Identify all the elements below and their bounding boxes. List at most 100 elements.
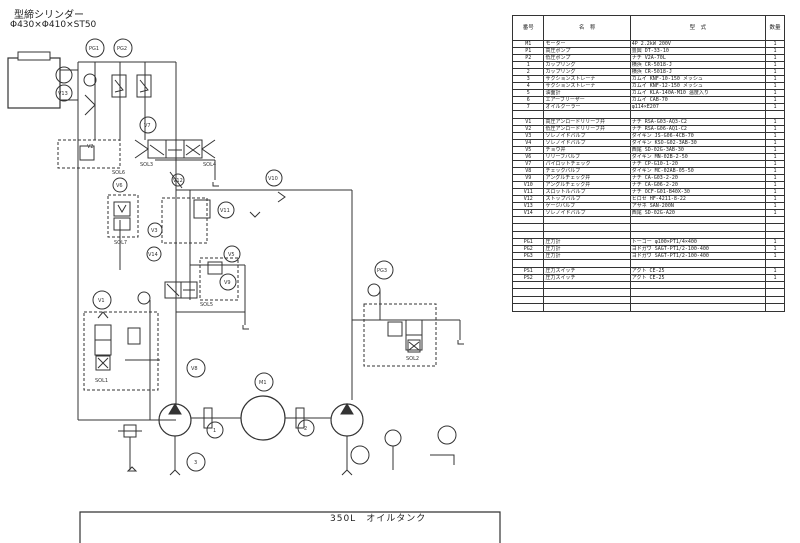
cell-name [543, 215, 631, 224]
cell-model [629, 288, 767, 297]
cell-model [629, 259, 767, 268]
cell-no: V5 [511, 145, 545, 154]
cell-no: 1 [511, 61, 545, 69]
valve-block-sol1 [83, 290, 159, 391]
cell-name: アングルチェック弁 [543, 173, 631, 182]
table-row [511, 259, 785, 268]
cell-name: スロットルバルブ [543, 187, 631, 196]
cell-qty: 1 [765, 117, 785, 126]
pipe-lines [77, 61, 461, 421]
label-v8: V8 [191, 366, 198, 372]
cell-name: 油面計 [543, 89, 631, 97]
cell-name: 圧力計 [543, 238, 631, 246]
cell-model: カムイ CAB-70 [629, 96, 767, 104]
cell-name: ソレノイドバルブ [543, 138, 631, 147]
cell-name: 圧力計 [543, 252, 631, 260]
header-qty: 数量 [765, 15, 785, 41]
cell-name [543, 259, 631, 268]
cell-no: V13 [511, 201, 545, 210]
cell-qty: 1 [765, 187, 785, 196]
cell-qty: 1 [765, 75, 785, 83]
cell-qty: 1 [765, 103, 785, 111]
cell-name: オイルクーラー [543, 103, 631, 111]
cell-name [543, 280, 631, 289]
label-sol1: SOL1 [95, 378, 108, 384]
table-row [511, 280, 785, 289]
cell-qty: 1 [765, 47, 785, 55]
cell-no: V7 [511, 159, 545, 168]
cell-no: PG1 [511, 238, 545, 246]
label-sol4: SOL4 [203, 162, 216, 168]
cell-name: カップリング [543, 68, 631, 76]
cell-model: アクト CE-25 [629, 266, 767, 275]
cell-name: パイロットチェック [543, 159, 631, 168]
cell-qty: 1 [765, 180, 785, 189]
valve-block-sol2 [363, 260, 437, 367]
cell-name: エアーブリーザー [543, 96, 631, 104]
cell-qty: 1 [765, 245, 785, 253]
label-pg1: PG1 [89, 46, 99, 52]
cell-model: ダイキン MN-02B-2-50 [629, 152, 767, 161]
cell-qty: 1 [765, 201, 785, 210]
cell-no: 6 [511, 96, 545, 104]
cell-no: PS1 [511, 266, 545, 275]
cell-name: チェックバルブ [543, 166, 631, 175]
label-v2: V2 [87, 144, 94, 150]
cell-qty [765, 110, 785, 119]
oil-tank-label: 350L オイルタンク [330, 514, 427, 524]
table-row [511, 110, 785, 119]
cell-no [511, 295, 545, 304]
cell-name [543, 303, 631, 312]
cell-qty [765, 230, 785, 239]
cell-model: カムイ KLA-140A-M10 温度入り [629, 89, 767, 97]
cell-name: 高圧ポンプ [543, 47, 631, 55]
cell-no: PS2 [511, 273, 545, 282]
cell-model: ダイキン MC-02AB-05-50 [629, 166, 767, 175]
label-v6: V6 [116, 183, 123, 189]
label-v12: V12 [173, 178, 183, 184]
cell-qty: 1 [765, 159, 785, 168]
cell-no [511, 303, 545, 312]
cell-model: φ114×E207 [629, 103, 767, 111]
cell-model: アサネ SAN-200N [629, 201, 767, 210]
label-sol6: SOL6 [112, 170, 125, 176]
table-row [511, 215, 785, 224]
label-v3: V3 [151, 228, 158, 234]
cell-qty [765, 280, 785, 289]
cell-model: ナチ RSA-G06-AQ1-C2 [629, 124, 767, 133]
cell-name: 高圧アンロードリリーフ弁 [543, 117, 631, 126]
cell-no: V2 [511, 124, 545, 133]
cell-model [629, 230, 767, 239]
cell-qty: 1 [765, 138, 785, 147]
cell-no: 2 [511, 68, 545, 76]
clamp-cylinder [7, 51, 78, 109]
cell-name: 低圧ポンプ [543, 54, 631, 62]
cell-name: リリーフバルブ [543, 152, 631, 161]
cell-no [511, 280, 545, 289]
label-v10: V10 [268, 176, 278, 182]
cell-model: ヒロセ HF-4211-8-22 [629, 194, 767, 203]
cell-qty: 1 [765, 166, 785, 175]
header-model: 型 式 [629, 15, 767, 41]
cell-model: ナチ V2A-70L [629, 54, 767, 62]
valve-stack-sol7 [107, 177, 162, 262]
label-pg3: PG3 [377, 268, 387, 274]
cell-model: ナチ CA-G06-2-20 [629, 180, 767, 189]
cell-model: ナチ RSA-G03-AQ3-C2 [629, 117, 767, 126]
cell-model: カムイ KNF-10-150 メッシュ [629, 75, 767, 83]
cell-qty [765, 259, 785, 268]
cell-no [511, 259, 545, 268]
